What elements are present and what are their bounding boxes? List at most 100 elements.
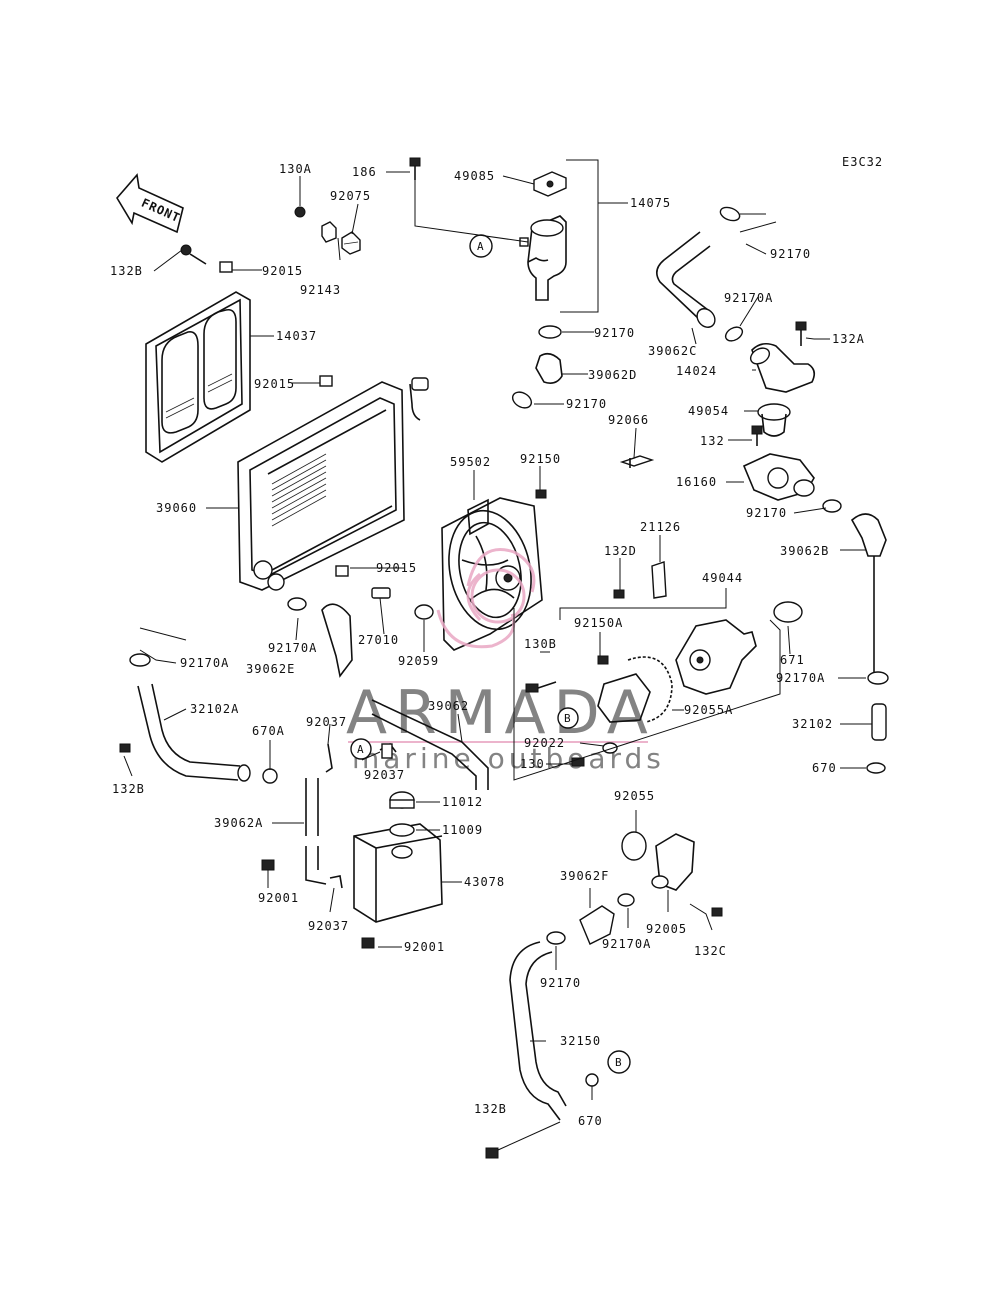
leader-lines bbox=[123, 159, 872, 1151]
front-label: FRONT bbox=[139, 196, 182, 226]
label-39062c: 39062C bbox=[648, 344, 697, 358]
bolt-132c-icon bbox=[711, 907, 723, 917]
label-32150: 32150 bbox=[560, 1034, 601, 1048]
hose-clamp-92170a-ll-icon bbox=[129, 653, 151, 667]
label-92170-r: 92170 bbox=[746, 506, 787, 520]
bolt-130a-icon bbox=[294, 198, 306, 218]
bolt-132b-top-icon bbox=[180, 244, 207, 265]
part-labels: 130 A 186 92075 49085 14075 132B 92015 92… bbox=[110, 162, 865, 1128]
label-49085: 49085 bbox=[454, 169, 495, 183]
label-92170-mid: 92170 bbox=[566, 397, 607, 411]
o-ring-670-b-icon bbox=[585, 1073, 599, 1087]
label-92170-tr: 92170 bbox=[770, 247, 811, 261]
bolt-130b-icon bbox=[525, 681, 557, 693]
label-16160: 16160 bbox=[676, 475, 717, 489]
label-43078: 43078 bbox=[464, 875, 505, 889]
grommet-92075-icon bbox=[341, 231, 361, 255]
filler-neck-icon bbox=[519, 215, 567, 301]
bolt-186-icon bbox=[409, 157, 421, 180]
o-ring-92055-icon bbox=[621, 831, 647, 861]
label-186: 186 bbox=[352, 165, 377, 179]
svg-text:B: B bbox=[615, 1056, 623, 1069]
diagram-code: E3C32 bbox=[842, 155, 883, 169]
sensor-27010-icon bbox=[371, 587, 391, 599]
label-92075: 92075 bbox=[330, 189, 371, 203]
label-92037-a: 92037 bbox=[306, 715, 347, 729]
label-130: 130 bbox=[520, 757, 545, 771]
label-92170a-b: 92170A bbox=[602, 937, 651, 951]
label-92001-b: 92001 bbox=[404, 940, 445, 954]
bolt-92001-a-icon bbox=[261, 859, 275, 871]
marker-a-lower: A bbox=[350, 738, 372, 760]
label-132a: 132A bbox=[832, 332, 865, 346]
water-pump-icon bbox=[675, 619, 757, 695]
hose-clamp-92170a-tr-icon bbox=[724, 326, 744, 342]
hose-39062c-icon bbox=[656, 231, 716, 328]
clip-92015-low-icon bbox=[335, 565, 349, 577]
label-39062d: 39062D bbox=[588, 368, 637, 382]
label-92055: 92055 bbox=[614, 789, 655, 803]
label-92037-b: 92037 bbox=[364, 768, 405, 782]
hose-clamp-92170a-r-icon bbox=[867, 671, 889, 685]
bolt-92001-b-icon bbox=[361, 937, 375, 949]
label-49044: 49044 bbox=[702, 571, 743, 585]
thermostat-icon bbox=[757, 403, 791, 437]
pipe-32102a-icon bbox=[137, 683, 251, 782]
label-92170a-tr: 92170A bbox=[724, 291, 773, 305]
label-92066: 92066 bbox=[608, 413, 649, 427]
label-92143: 92143 bbox=[300, 283, 341, 297]
bolt-132b-l-icon bbox=[119, 743, 131, 753]
o-ring-670-r-icon bbox=[866, 762, 886, 774]
label-11012: 11012 bbox=[442, 795, 483, 809]
hose-clamp-92170a-b-icon bbox=[617, 893, 635, 907]
label-14075: 14075 bbox=[630, 196, 671, 210]
label-132c: 132C bbox=[694, 944, 727, 958]
marker-b-upper: B bbox=[557, 707, 579, 729]
label-92001-a: 92001 bbox=[258, 891, 299, 905]
hose-39062-icon bbox=[371, 699, 489, 790]
watermark-emblem-icon bbox=[436, 548, 536, 649]
watermark-logo: ARMADA marine outboards bbox=[346, 548, 661, 775]
label-132b-top: 132B bbox=[110, 264, 143, 278]
bolt-132a-icon bbox=[795, 321, 807, 346]
thermostat-housing-icon bbox=[742, 453, 815, 501]
label-132d: 132D bbox=[604, 544, 637, 558]
sensor-92066-icon bbox=[619, 455, 655, 468]
washer-92022-icon bbox=[602, 742, 618, 754]
label-670a: 670A bbox=[252, 724, 285, 738]
label-92015-top: 92015 bbox=[262, 264, 303, 278]
hose-39062f-icon bbox=[579, 905, 615, 945]
label-92015-mid: 92015 bbox=[254, 377, 295, 391]
fan-assembly-icon bbox=[441, 497, 543, 651]
marker-b-lower: B bbox=[607, 1050, 631, 1074]
bolt-132b-b-icon bbox=[485, 1147, 499, 1159]
marker-a-upper: A bbox=[469, 234, 493, 258]
fitting-92059-icon bbox=[414, 604, 434, 620]
pipe-32150-icon bbox=[509, 941, 567, 1121]
o-ring-671-icon bbox=[773, 601, 803, 623]
label-132b-b: 132B bbox=[474, 1102, 507, 1116]
pipe-32102-icon bbox=[871, 703, 887, 741]
label-92170a-l: 92170A bbox=[268, 641, 317, 655]
label-92150: 92150 bbox=[520, 452, 561, 466]
label-92170-b: 92170 bbox=[540, 976, 581, 990]
hose-39062b-icon bbox=[850, 513, 887, 676]
label-130b: 130B bbox=[524, 637, 557, 651]
hose-clamp-92170a-l-icon bbox=[287, 597, 307, 611]
label-14024: 14024 bbox=[676, 364, 717, 378]
label-671: 671 bbox=[780, 653, 805, 667]
pump-cover-icon bbox=[597, 673, 651, 723]
front-arrow-icon: FRONT bbox=[116, 173, 184, 234]
label-11009: 11009 bbox=[442, 823, 483, 837]
label-39062: 39062 bbox=[428, 699, 469, 713]
label-92170a-r: 92170A bbox=[776, 671, 825, 685]
label-49054: 49054 bbox=[688, 404, 729, 418]
label-92170-cap: 92170 bbox=[594, 326, 635, 340]
label-92150a: 92150A bbox=[574, 616, 623, 630]
hose-39062e-icon bbox=[321, 603, 353, 678]
hose-clamp-icon bbox=[538, 325, 562, 339]
thermostat-housing-cover-icon bbox=[749, 342, 816, 393]
label-92055a: 92055A bbox=[684, 703, 733, 717]
label-39060: 39060 bbox=[156, 501, 197, 515]
